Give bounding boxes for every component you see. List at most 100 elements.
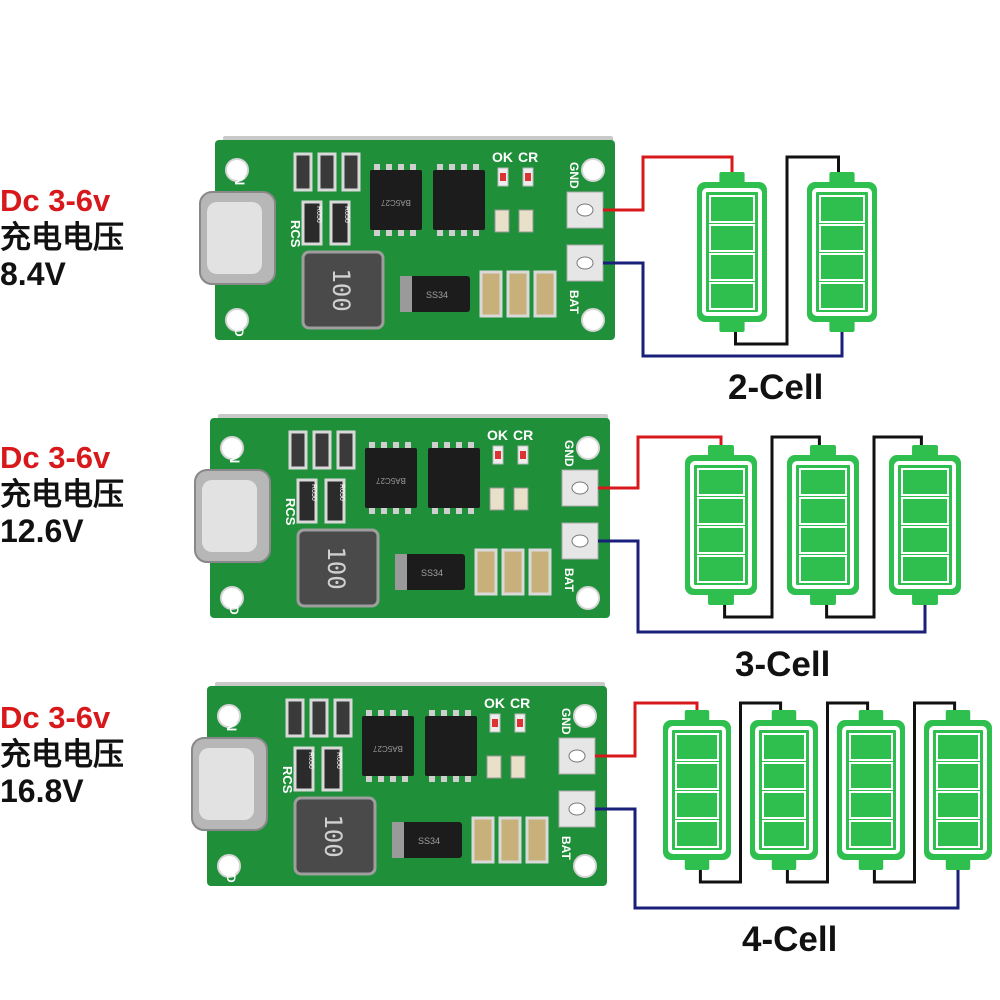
ic-pin	[432, 508, 438, 514]
ic-chip	[428, 448, 480, 508]
series-link-wire	[872, 701, 957, 884]
mounting-hole	[217, 704, 241, 728]
battery-bottom-cap	[858, 856, 884, 870]
silk-rcs: RCS	[283, 498, 298, 526]
battery-level-bar	[762, 820, 806, 848]
terminal-positive	[561, 469, 599, 507]
config-row-2cell: Dc 3-6v 充电电压 8.4V 2-Cell	[0, 0, 1000, 407]
battery-level-bar	[697, 555, 745, 583]
led-cr	[517, 445, 529, 465]
battery-bottom-cap	[719, 318, 745, 332]
terminal-negative	[561, 522, 599, 560]
charge-voltage-caption: 充电电压	[0, 476, 124, 513]
silk-gnd-left: GND	[232, 310, 246, 337]
config-row-4cell: Dc 3-6v 充电电压 16.8V 4-Cell	[0, 0, 1000, 959]
charge-voltage-value: 12.6V	[0, 513, 84, 550]
ic-pin	[465, 776, 471, 782]
usb-c-port-inner	[199, 748, 254, 820]
mounting-hole	[225, 308, 249, 332]
ic-pin	[453, 776, 459, 782]
inductor-marking: 100	[322, 546, 350, 589]
output-capacitor	[501, 548, 525, 596]
silk-vin: VIN	[227, 440, 243, 463]
battery-outline	[929, 726, 987, 854]
small-capacitor	[486, 755, 502, 779]
sense-resistor	[296, 478, 318, 524]
cell-count-label: 2-Cell	[728, 368, 824, 407]
battery-bottom-cap	[771, 856, 797, 870]
smd-resistor	[309, 698, 329, 738]
battery-outline	[842, 726, 900, 854]
ic-pin	[444, 442, 450, 448]
ic-pin	[429, 710, 435, 716]
smd-resistor	[285, 698, 305, 738]
diode-cathode-tab	[395, 554, 407, 590]
negative-wire	[595, 807, 960, 910]
input-label: Dc 3-6v 充电电压 8.4V	[0, 183, 124, 294]
series-link-wire	[698, 701, 783, 884]
terminal-negative-pad	[571, 534, 589, 548]
battery-level-bar	[675, 791, 719, 819]
ic-pin	[405, 442, 411, 448]
battery-terminal-cap	[810, 445, 836, 459]
battery-level-bar	[936, 820, 980, 848]
led-cr-die	[517, 719, 523, 727]
battery-terminal-cap	[858, 710, 884, 724]
smd-resistor	[333, 698, 353, 738]
battery-bottom-cap	[684, 856, 710, 870]
ic-chip	[365, 448, 417, 508]
output-capacitor	[474, 548, 498, 596]
battery-body	[750, 720, 818, 860]
battery-level-bar	[936, 762, 980, 790]
battery-level-bar	[849, 762, 893, 790]
battery-bottom-cap	[912, 591, 938, 605]
ic-chip	[425, 716, 477, 776]
input-voltage-range: Dc 3-6v	[0, 183, 111, 218]
battery-outline	[690, 461, 752, 589]
terminal-negative-pad	[568, 802, 586, 816]
battery-level-bar	[936, 733, 980, 761]
ic-pin	[369, 442, 375, 448]
ic-pin	[468, 508, 474, 514]
battery-level-bar	[697, 468, 745, 496]
terminal-positive-pad	[571, 481, 589, 495]
positive-wire	[598, 435, 723, 490]
sense-resistor	[293, 746, 315, 792]
battery-level-bar	[697, 497, 745, 525]
sense-resistor	[321, 746, 343, 792]
battery-level-bar	[799, 526, 847, 554]
terminal-negative	[558, 790, 596, 828]
battery-body	[663, 720, 731, 860]
led-ok-die	[492, 719, 498, 727]
mounting-hole	[581, 308, 605, 332]
battery-level-bar	[675, 762, 719, 790]
mounting-hole	[576, 586, 600, 610]
battery-bottom-cap	[708, 591, 734, 605]
cell-count-label: 4-Cell	[742, 920, 838, 959]
small-capacitor	[510, 755, 526, 779]
battery-outline	[668, 726, 726, 854]
battery-terminal-cap	[912, 445, 938, 459]
smd-resistor	[288, 430, 308, 470]
battery-outline	[755, 726, 813, 854]
small-capacitor	[489, 487, 505, 511]
small-capacitor	[513, 487, 529, 511]
mounting-hole	[217, 854, 241, 878]
battery-level-bar	[675, 820, 719, 848]
battery-terminal-cap	[945, 710, 971, 724]
ic-pin	[465, 710, 471, 716]
ic-pin	[381, 508, 387, 514]
ic-pin	[381, 442, 387, 448]
inductor-marking: 100	[319, 814, 347, 857]
series-link-wire	[785, 701, 870, 884]
pcb	[207, 686, 607, 886]
ic-chip	[362, 716, 414, 776]
smd-resistor	[336, 430, 356, 470]
battery-level-bar	[901, 555, 949, 583]
terminal-positive	[558, 737, 596, 775]
positive-wire	[595, 701, 699, 758]
sense-resistor-marking: R050	[335, 752, 342, 769]
mounting-hole	[220, 586, 244, 610]
negative-wire	[598, 539, 927, 634]
